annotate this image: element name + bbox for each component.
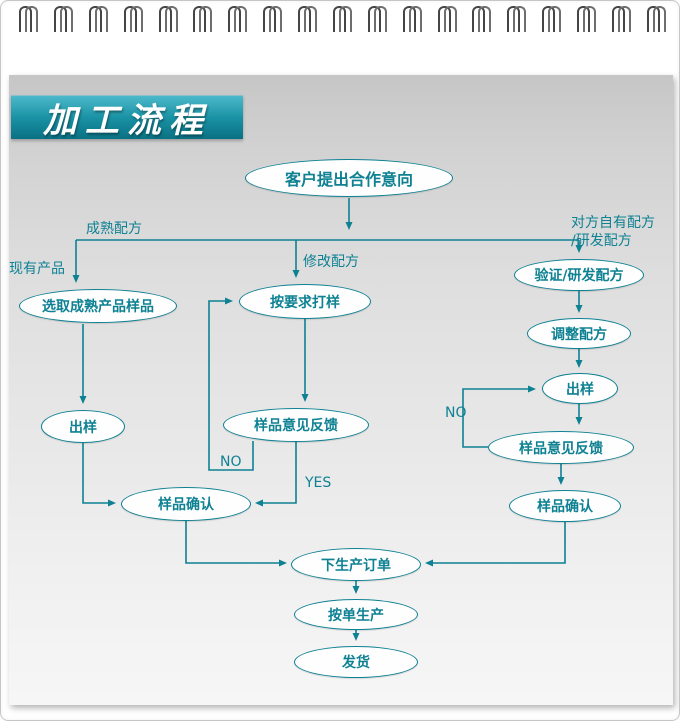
binder-ring-icon [472,6,492,32]
label-yes-mid: YES [305,475,332,491]
binder-ring-icon [367,6,387,32]
binder-ring-icon [19,6,38,32]
node-production-order: 下生产订单 [291,548,421,581]
label-no-mid: NO [220,454,242,470]
binder-ring-icon [298,6,317,32]
node-sample-out-right: 出样 [542,373,618,404]
node-customer-intent: 客户提出合作意向 [245,159,453,197]
label-partner-own-formula: 对方自有配方/研发配方 [571,214,655,250]
binder-ring-icon [123,6,143,32]
node-sample-confirm-right: 样品确认 [509,490,621,522]
node-sample-feedback-mid: 样品意见反馈 [223,408,369,442]
node-select-mature-sample: 选取成熟产品样品 [19,289,177,323]
binder-ring-icon [437,6,457,32]
binder-ring-icon [507,6,527,32]
binder-ring-icon [228,6,248,32]
label-partner-own-formula-line2: /研发配方 [571,233,632,249]
label-existing-product: 现有产品 [9,261,65,277]
binder-ring-icon [542,6,562,32]
label-modify-formula: 修改配方 [303,254,359,270]
node-make-sample-on-request: 按要求打样 [239,284,371,319]
label-no-right: NO [445,405,467,421]
binder-ring-icon [263,6,283,32]
binder-ring-icon [611,6,631,32]
binder-ring-icon [646,6,666,32]
node-sample-out-left: 出样 [41,410,125,443]
binder-ring-icon [402,6,422,32]
spiral-binding [1,6,679,38]
node-sample-confirm-left: 样品确认 [121,487,251,521]
binder-ring-icon [193,6,213,32]
label-partner-own-formula-line1: 对方自有配方 [571,215,655,231]
node-ship: 发货 [294,646,418,678]
binder-ring-icon [53,6,73,32]
binder-ring-icon [332,6,352,32]
node-sample-feedback-right: 样品意见反馈 [488,431,634,464]
binder-ring-icon [158,6,178,32]
node-verify-formula: 验证/研发配方 [514,259,644,291]
label-mature-formula: 成熟配方 [86,221,142,237]
binder-ring-icon [88,6,108,32]
node-produce-per-order: 按单生产 [294,599,418,630]
node-adjust-formula: 调整配方 [527,318,631,349]
page-title: 加工流程 [11,95,243,141]
binder-ring-icon [577,6,596,32]
